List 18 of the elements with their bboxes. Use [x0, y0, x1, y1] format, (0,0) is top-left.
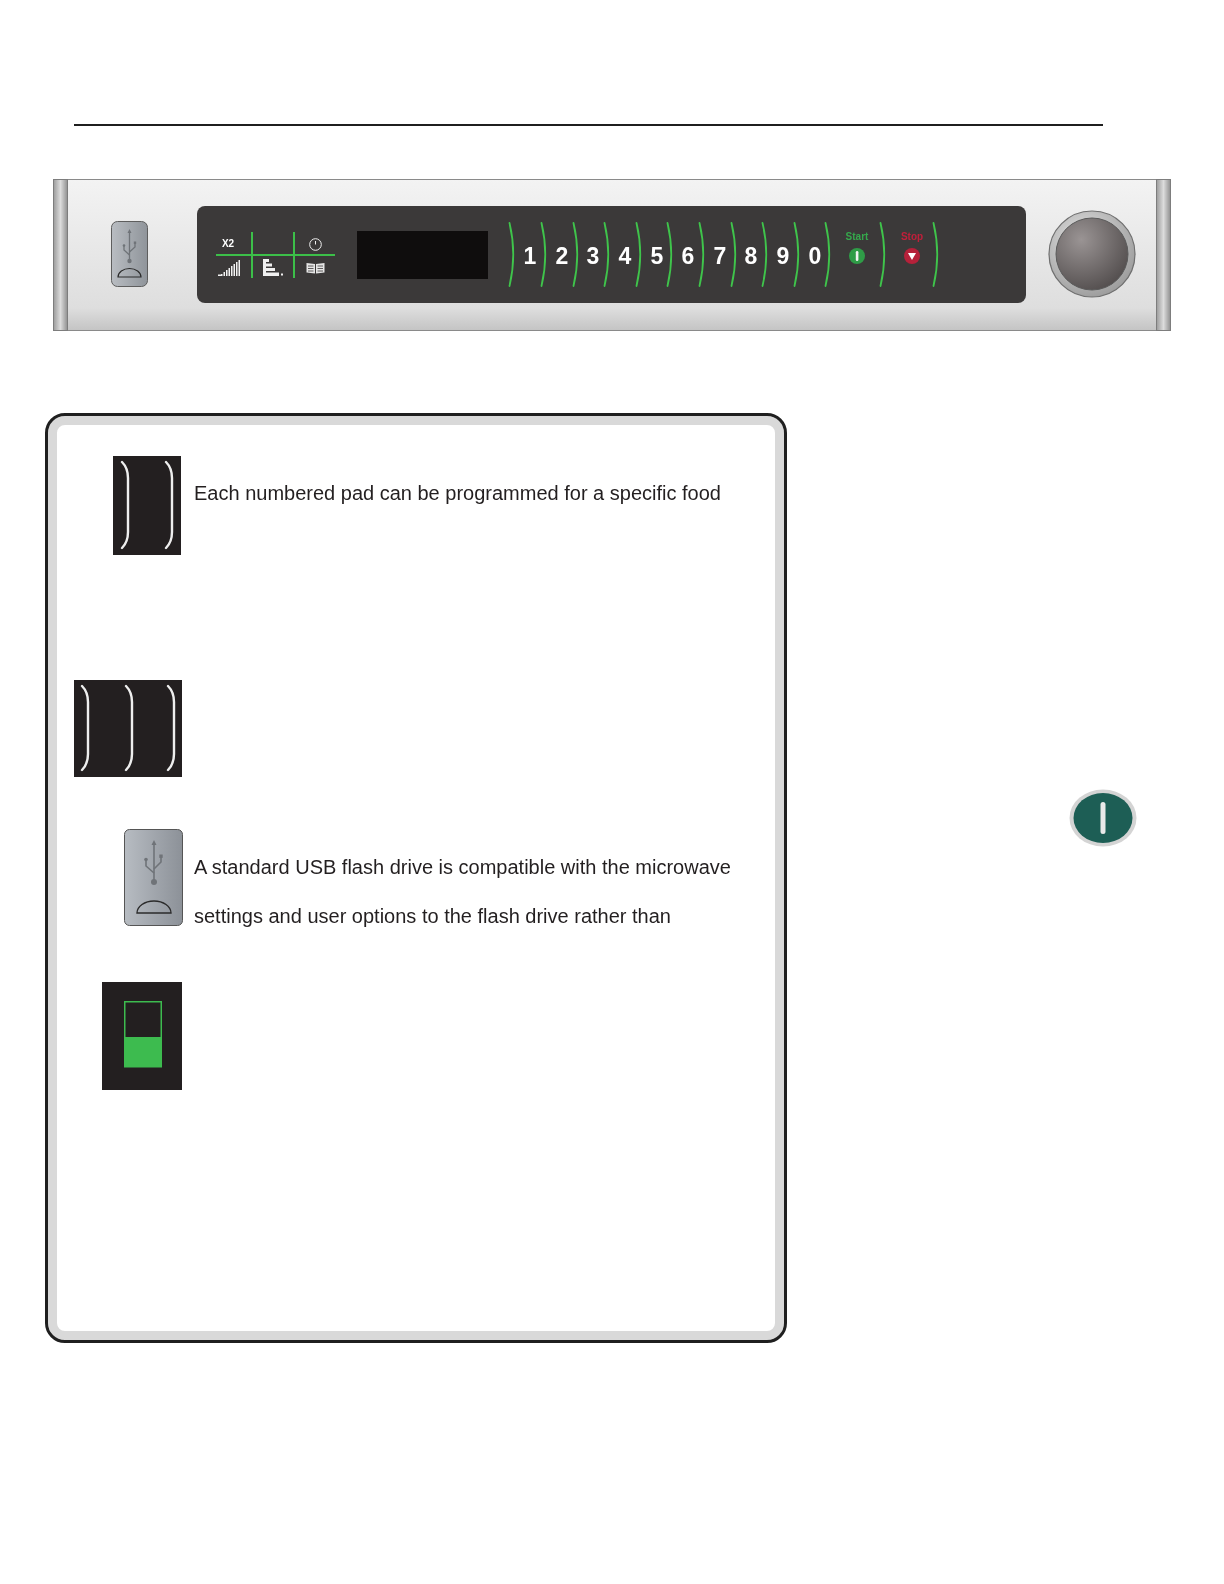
description-text: A standard USB flash drive is compatible with the microwave settings and user options to the flash drive rather than: [194, 855, 732, 929]
key-number: 8: [744, 244, 758, 268]
display-screen: [357, 231, 488, 279]
keypad-panel: [197, 206, 1026, 303]
key-number: 3: [586, 244, 600, 268]
description-text: Each numbered pad can be programmed for a specific food: [194, 481, 721, 505]
key-label: Stop: [900, 232, 924, 242]
key-number: 7: [713, 244, 727, 268]
key-number: 6: [681, 244, 695, 268]
key-number: 0: [808, 244, 822, 268]
key-number: 2: [555, 244, 569, 268]
key-number: 9: [776, 244, 790, 268]
multiplier-label: X2: [221, 239, 235, 249]
key-label: Start: [845, 232, 869, 242]
info-panel: [45, 413, 787, 1343]
key-number: 4: [618, 244, 632, 268]
key-number: 1: [523, 244, 537, 268]
key-number: 5: [650, 244, 664, 268]
